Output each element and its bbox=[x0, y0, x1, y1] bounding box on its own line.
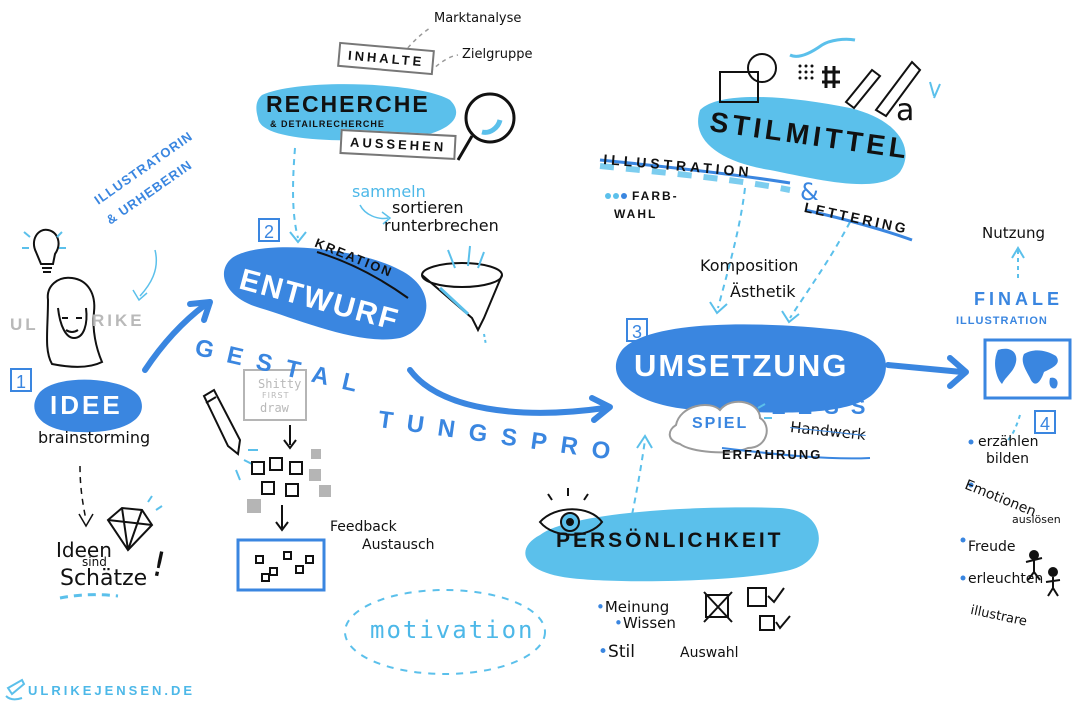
nutzung-label: Nutzung bbox=[982, 224, 1046, 242]
finale-item-ausloesen: auslösen bbox=[1012, 513, 1061, 526]
checkbox-icons bbox=[703, 587, 791, 631]
world-map-icon bbox=[983, 338, 1072, 400]
recherche-subtitle: & DETAILRECHERCHE bbox=[270, 119, 385, 129]
idee-title: IDEE bbox=[50, 390, 123, 420]
lightbulb-icon bbox=[22, 228, 66, 273]
magnifier-icon bbox=[456, 92, 516, 161]
arrow-umsetzung-finale bbox=[885, 362, 965, 375]
austausch-label: Austausch bbox=[362, 537, 435, 553]
umsetzung-blob bbox=[615, 324, 886, 413]
funnel-icon bbox=[421, 245, 503, 346]
komposition-label: Komposition bbox=[700, 256, 799, 275]
sortieren-label: sortieren bbox=[392, 198, 464, 217]
zess-label: ZESS bbox=[772, 394, 878, 419]
finale-bullets bbox=[960, 439, 974, 581]
ideen-line2: sind bbox=[82, 555, 107, 569]
idee-blob bbox=[34, 379, 142, 433]
finale-line1: FINALE bbox=[974, 289, 1063, 309]
persoenlichkeit-item-3: •Stil bbox=[598, 642, 635, 662]
finale-item-bilden: bilden bbox=[986, 451, 1030, 467]
recherche-title: RECHERCHE bbox=[266, 91, 430, 117]
finale-line2: ILLUSTRATION bbox=[956, 315, 1048, 327]
step-number-1: 1 bbox=[10, 368, 32, 392]
name-right: RIKE bbox=[92, 311, 145, 330]
step-number-4: 4 bbox=[1034, 410, 1056, 434]
ideen-line3: Schätze bbox=[60, 566, 148, 591]
motivation-label: motivation bbox=[370, 616, 535, 644]
persoenlichkeit-item-1: •Meinung bbox=[596, 598, 670, 616]
figure-icons bbox=[1025, 550, 1061, 597]
eye-icon bbox=[538, 488, 604, 536]
entwurf-blob bbox=[223, 247, 427, 340]
step-number-3: 3 bbox=[626, 318, 648, 342]
draft-line2: FIRST bbox=[262, 391, 290, 400]
step-number-2: 2 bbox=[258, 218, 280, 242]
lettering-letter-a: a bbox=[896, 93, 915, 128]
motivation-loop bbox=[344, 589, 546, 675]
farbwahl-line1: FARB- bbox=[632, 189, 679, 203]
draft-line3: draw bbox=[260, 401, 289, 415]
color-swatch-icons bbox=[605, 193, 627, 199]
signature-url: ULRIKEJENSEN.DE bbox=[28, 683, 196, 698]
arrow-idee-entwurf bbox=[142, 302, 208, 373]
ideen-line1: Ideen bbox=[56, 538, 112, 562]
idee-subtitle: brainstorming bbox=[38, 428, 151, 447]
recherche-blob bbox=[256, 84, 457, 141]
marktanalyse-label: Marktanalyse bbox=[434, 11, 522, 26]
persoenlichkeit-item-2: •Wissen bbox=[614, 614, 676, 632]
draft-flow bbox=[236, 369, 331, 592]
draft-line1: Shitty bbox=[258, 377, 302, 391]
ampersand: & bbox=[800, 178, 819, 206]
stilmittel-tools-icon bbox=[719, 37, 941, 118]
zielgruppe-label: Zielgruppe bbox=[462, 47, 533, 62]
sammeln-label: sammeln bbox=[352, 182, 426, 201]
runterbrechen-label: runterbrechen bbox=[384, 216, 499, 235]
auswahl-label: Auswahl bbox=[680, 645, 739, 661]
finale-item-erleuchten: erleuchten bbox=[968, 571, 1044, 587]
spiel-cloud bbox=[668, 400, 768, 454]
signature-pen-icon bbox=[5, 678, 26, 701]
finale-item-erzaehlen: erzählen bbox=[978, 434, 1039, 450]
pencil-icon bbox=[202, 388, 258, 481]
finale-item-freude: Freude bbox=[968, 539, 1016, 555]
spiel-label: SPIEL bbox=[692, 415, 749, 432]
feedback-label: Feedback bbox=[330, 519, 397, 535]
persoenlichkeit-title: PERSÖNLICHKEIT bbox=[556, 529, 784, 552]
diamond-icon bbox=[106, 495, 163, 552]
portrait-icon bbox=[46, 276, 104, 368]
aesthetik-label: Ästhetik bbox=[730, 282, 796, 301]
arrow-entwurf-umsetzung bbox=[407, 367, 608, 416]
farbwahl-line2: WAHL bbox=[614, 207, 658, 221]
umsetzung-title: UMSETZUNG bbox=[634, 348, 849, 383]
name-left: UL bbox=[10, 315, 39, 334]
stilmittel-blob bbox=[698, 96, 906, 185]
erfahrung-label: ERFAHRUNG bbox=[722, 447, 823, 462]
